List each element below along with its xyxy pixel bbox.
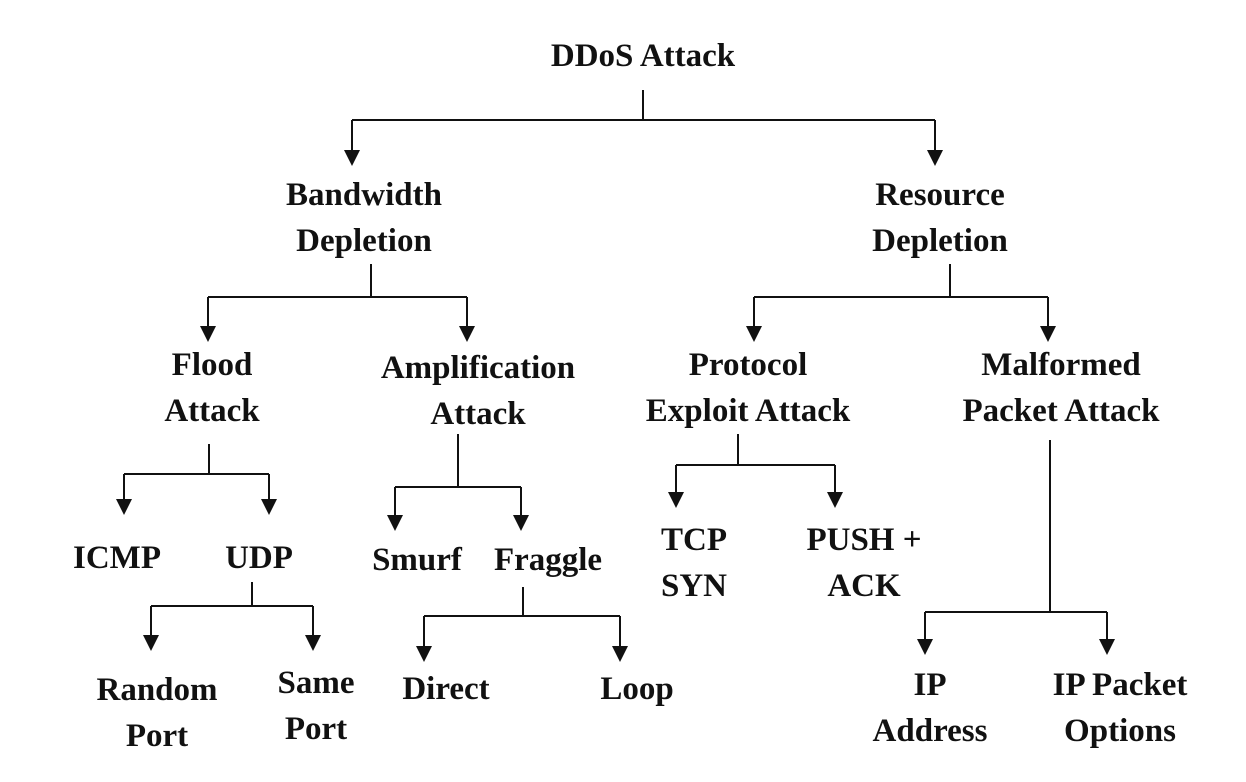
node-label: Amplification — [380, 350, 576, 386]
node-label: UDP — [225, 540, 293, 576]
node-icmp: ICMP — [73, 535, 161, 581]
node-label: SYN — [660, 568, 728, 604]
node-label: Direct — [402, 671, 490, 707]
node-label: Protocol — [688, 347, 808, 383]
arrowhead-icon — [612, 646, 628, 662]
node-label: Same — [277, 665, 355, 701]
node-label: Resource — [875, 177, 1005, 213]
node-label: DDoS Attack — [550, 38, 736, 74]
node-label: Address — [872, 713, 988, 749]
arrowhead-icon — [827, 492, 843, 508]
node-same-port: Same Port — [278, 660, 355, 752]
node-label: Port — [125, 718, 189, 754]
node-ip-address: IP Address — [873, 662, 988, 754]
node-smurf: Smurf — [372, 537, 462, 583]
node-label: IP — [913, 667, 947, 703]
node-ddos-attack: DDoS Attack — [551, 33, 735, 79]
arrowhead-icon — [1099, 639, 1115, 655]
node-tcp-syn: TCP SYN — [661, 517, 727, 609]
node-direct: Direct — [402, 666, 489, 712]
node-label: TCP — [661, 522, 727, 558]
node-push-ack: PUSH + ACK — [806, 517, 921, 609]
arrowhead-icon — [305, 635, 321, 651]
node-label: Fraggle — [493, 542, 603, 578]
node-label: Bandwidth — [286, 177, 442, 213]
node-malformed-packet-attack: Malformed Packet Attack — [962, 342, 1159, 434]
node-label: Random — [96, 672, 218, 708]
node-protocol-exploit-attack: Protocol Exploit Attack — [646, 342, 850, 434]
node-label: ICMP — [73, 540, 161, 576]
node-fraggle: Fraggle — [494, 537, 602, 583]
node-label: Smurf — [372, 542, 462, 578]
node-random-port: Random Port — [96, 667, 217, 759]
arrowhead-icon — [746, 326, 762, 342]
node-bandwidth-depletion: Bandwidth Depletion — [286, 172, 442, 264]
node-label: Attack — [430, 396, 526, 432]
arrowhead-icon — [513, 515, 529, 531]
node-label: Options — [1064, 713, 1176, 749]
node-label: Exploit Attack — [645, 393, 851, 429]
node-resource-depletion: Resource Depletion — [872, 172, 1008, 264]
node-label: Packet Attack — [962, 393, 1160, 429]
node-label: Port — [284, 711, 348, 747]
node-label: Malformed — [981, 347, 1141, 383]
arrowhead-icon — [200, 326, 216, 342]
arrowhead-icon — [917, 639, 933, 655]
node-flood-attack: Flood Attack — [164, 342, 259, 434]
node-udp: UDP — [225, 535, 293, 581]
node-amplification-attack: Amplification Attack — [381, 345, 575, 437]
node-label: Depletion — [872, 223, 1008, 259]
arrowhead-icon — [1040, 326, 1056, 342]
node-label: Attack — [164, 393, 260, 429]
arrowhead-icon — [387, 515, 403, 531]
arrowhead-icon — [116, 499, 132, 515]
node-label: ACK — [827, 568, 901, 604]
arrowhead-icon — [344, 150, 360, 166]
node-label: Flood — [171, 347, 253, 383]
arrowhead-icon — [143, 635, 159, 651]
arrowhead-icon — [416, 646, 432, 662]
node-label: Loop — [600, 671, 674, 707]
node-ip-packet-options: IP Packet Options — [1053, 662, 1188, 754]
node-loop: Loop — [600, 666, 673, 712]
node-label: PUSH + — [806, 522, 922, 558]
node-label: Depletion — [296, 223, 432, 259]
arrowhead-icon — [459, 326, 475, 342]
arrowhead-icon — [261, 499, 277, 515]
node-label: IP Packet — [1052, 667, 1188, 703]
arrowhead-icon — [668, 492, 684, 508]
arrowhead-icon — [927, 150, 943, 166]
